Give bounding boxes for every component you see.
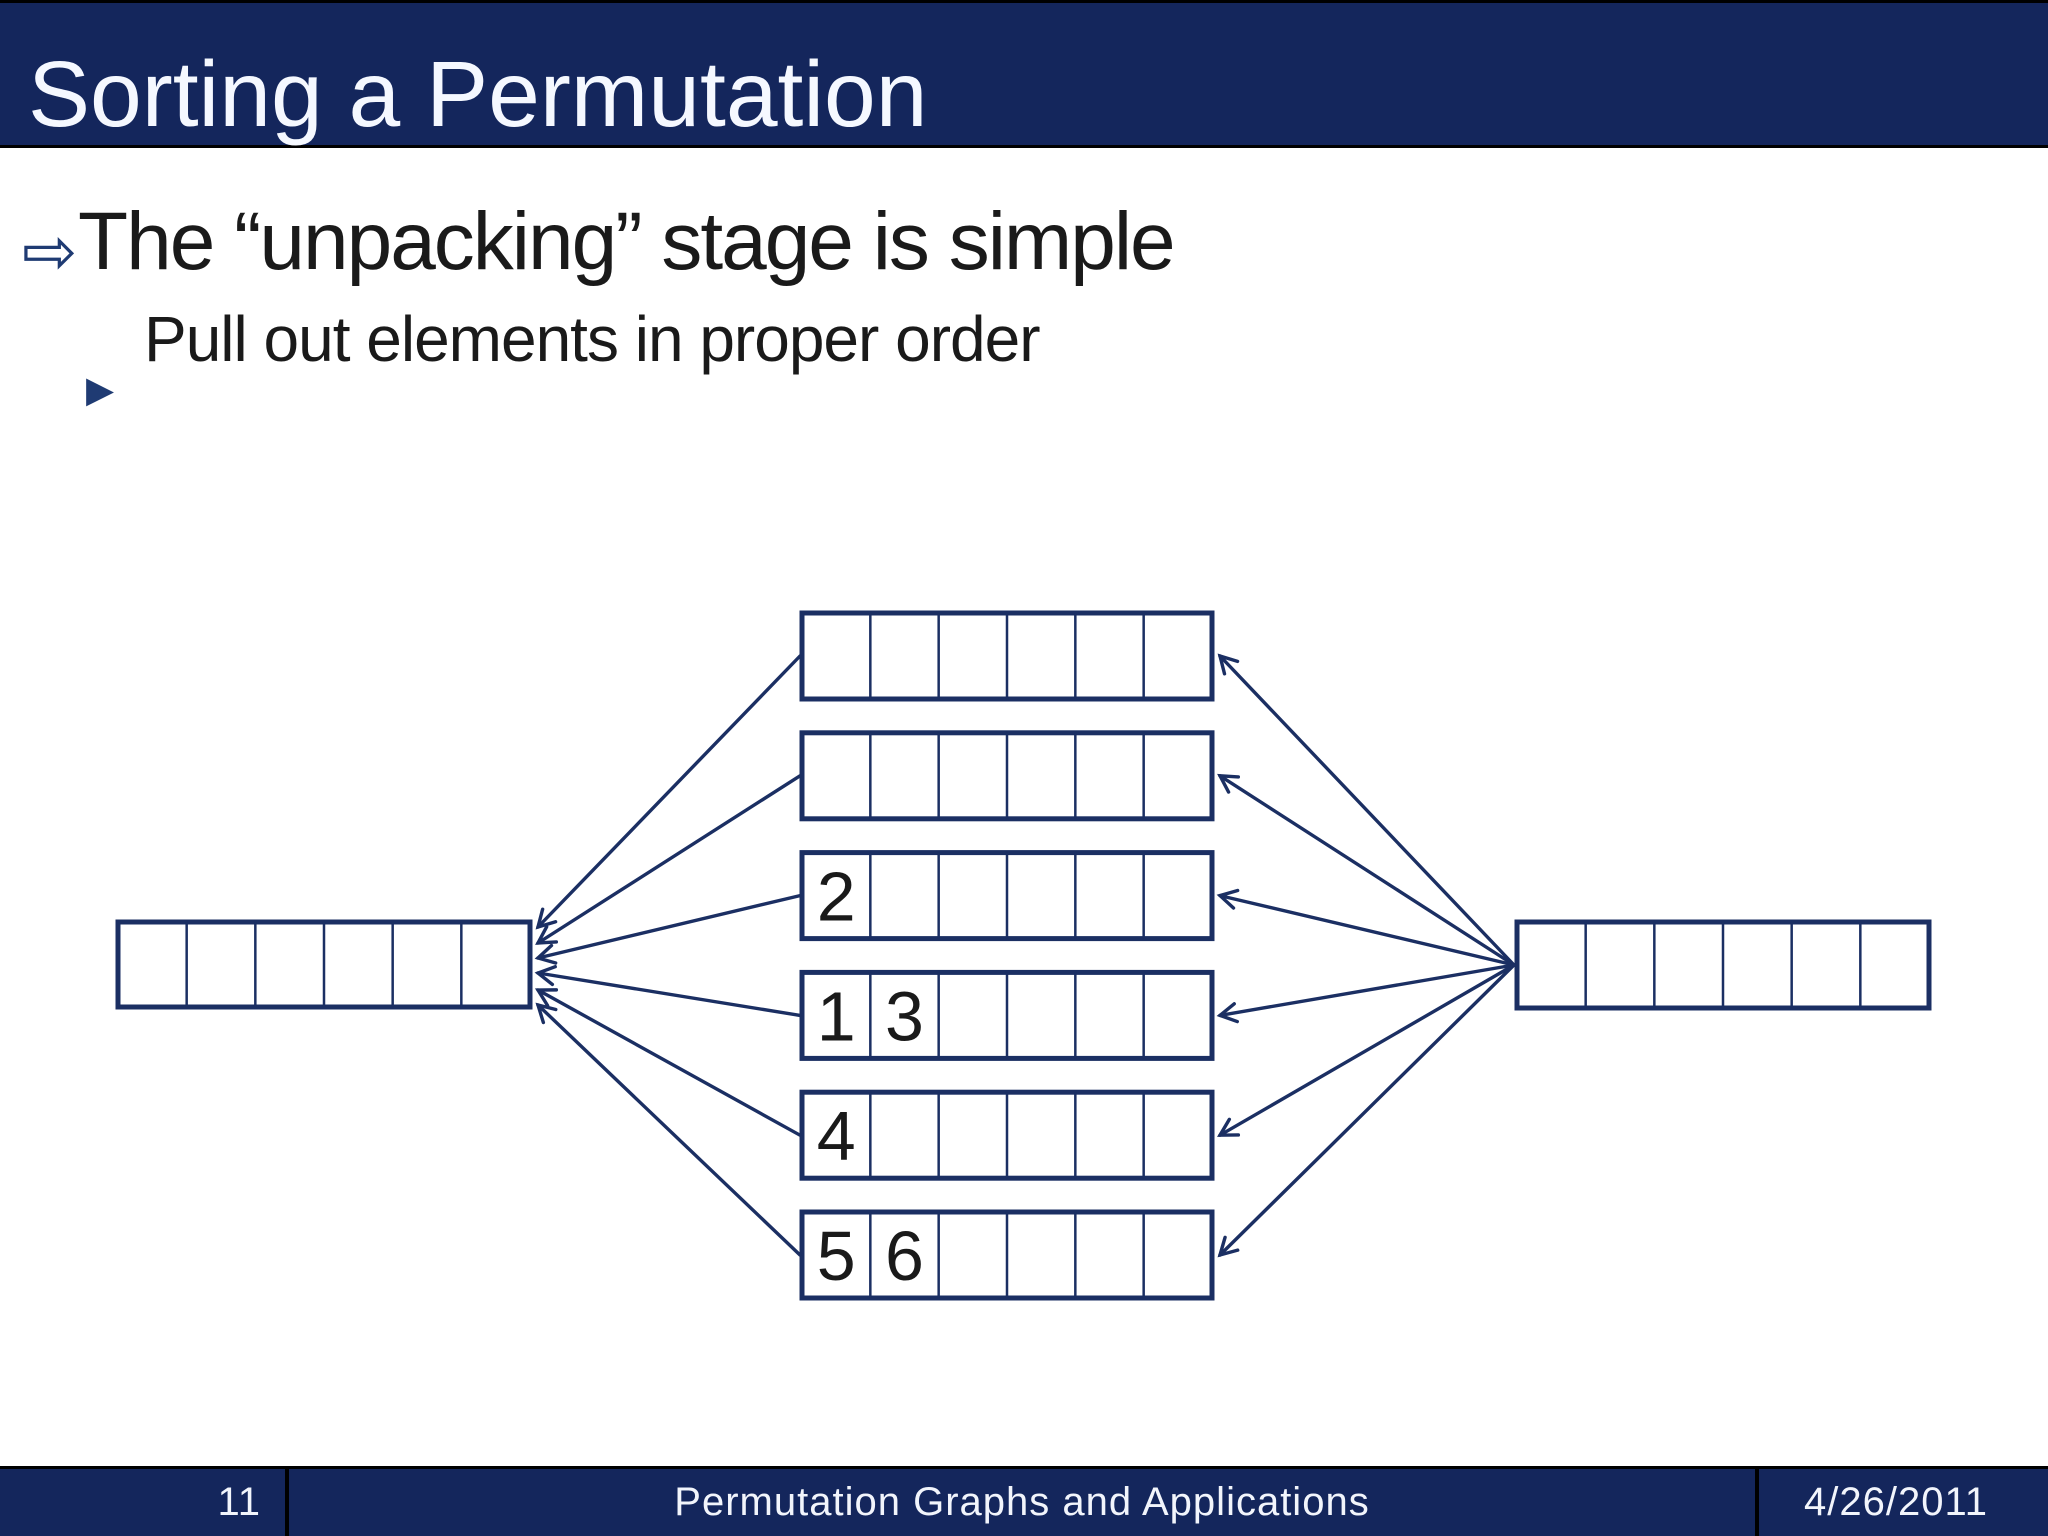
title-banner: Sorting a Permutation <box>0 0 2048 148</box>
right-arrow-bullet-icon: ⇨ <box>22 214 78 288</box>
array-cell-value: 6 <box>885 1217 924 1295</box>
footer-title: Permutation Graphs and Applications <box>674 1480 1370 1524</box>
page-title: Sorting a Permutation <box>28 42 928 146</box>
array-cell-value: 2 <box>817 858 856 936</box>
array-cell-value: 1 <box>817 977 856 1055</box>
queue-row-2 <box>799 730 1215 822</box>
arrow-row-2-to-left-array <box>535 774 802 945</box>
array-cell-value: 4 <box>817 1097 856 1175</box>
arrow-right-array-to-row-6 <box>1217 963 1516 1258</box>
footer-date: 4/26/2011 <box>1804 1480 1988 1524</box>
array-cell-value: 5 <box>817 1217 856 1295</box>
arrow-row-3-to-left-array <box>534 893 802 965</box>
arrow-row-1-to-left-array <box>535 654 802 930</box>
queue-row-5: 4 <box>799 1089 1215 1181</box>
queue-row-1 <box>799 610 1215 702</box>
triangle-bullet-icon: ▸ <box>86 356 115 419</box>
arrow-row-4-to-left-array <box>534 964 802 1018</box>
arrow-right-array-to-row-1 <box>1217 653 1516 967</box>
page-number: 11 <box>217 1480 261 1524</box>
arrow-right-array-to-row-4 <box>1216 963 1516 1024</box>
arrow-right-array-to-row-3 <box>1216 888 1516 967</box>
queue-row-3: 2 <box>799 850 1215 942</box>
array-cell-value: 3 <box>885 977 924 1055</box>
arrow-row-6-to-left-array <box>535 1002 802 1257</box>
footer-page-cell: 11 <box>0 1469 289 1536</box>
right-array <box>1514 919 1932 1011</box>
sub-bullet-text: Pull out elements in proper order <box>144 303 1040 375</box>
bullet-text: The “unpacking” stage is simple <box>78 196 1176 287</box>
arrow-row-5-to-left-array <box>534 988 802 1137</box>
footer-bar: 11 Permutation Graphs and Applications 4… <box>0 1466 2048 1536</box>
footer-title-cell: Permutation Graphs and Applications <box>289 1469 1755 1536</box>
arrow-right-array-to-row-5 <box>1216 963 1516 1137</box>
arrow-right-array-to-row-2 <box>1217 773 1516 967</box>
footer-date-cell: 4/26/2011 <box>1755 1469 2048 1536</box>
left-array <box>115 919 533 1010</box>
